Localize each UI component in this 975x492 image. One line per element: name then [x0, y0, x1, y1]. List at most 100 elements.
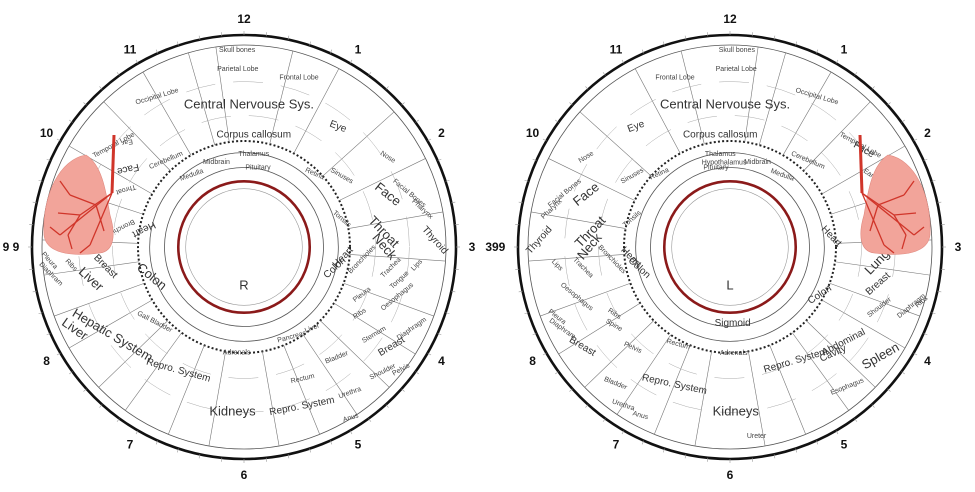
side-letter: R	[239, 277, 248, 292]
clock-number: 4	[438, 354, 445, 368]
zone-label: Breast	[376, 334, 407, 358]
zone-label: Parietal Lobe	[217, 66, 258, 73]
clock-number: 5	[355, 437, 362, 451]
clock-number: 5	[841, 437, 848, 451]
zone-label: Ribs	[64, 258, 79, 273]
zone-divider	[262, 351, 279, 446]
clock-number: 11	[124, 43, 137, 57]
zone-label: Nose	[379, 150, 397, 165]
zone-label: Central Nervouse Sys.	[660, 96, 790, 111]
zone-divider	[284, 345, 320, 434]
zone-label: Ureter	[747, 433, 767, 440]
zone-label: Nose	[578, 150, 596, 165]
zone-label: Pleura	[352, 286, 372, 304]
zone-label: Parietal Lobe	[716, 66, 757, 73]
pupil-ring	[664, 181, 795, 312]
clock-number: 10	[40, 126, 54, 140]
zone-label: Repro. System	[762, 346, 829, 375]
clock-number: 2	[438, 126, 445, 140]
clock-number: 2	[924, 126, 931, 140]
zone-label: Pituitary	[703, 165, 729, 172]
clock-number: 7	[613, 437, 620, 451]
zone-label: Kidneys	[713, 404, 760, 419]
clock-number: 8	[43, 354, 50, 368]
zone-divider	[143, 72, 191, 155]
clock-number: 6	[727, 468, 734, 482]
zone-label: Eye	[328, 119, 348, 136]
zone-divider	[334, 303, 415, 354]
zone-label: Thalamus	[705, 151, 736, 158]
zone-label: Skull bones	[719, 47, 756, 54]
zone-label: Urethra	[611, 398, 635, 412]
zone-label: Rectum	[666, 338, 691, 351]
zone-label: Spleen	[859, 339, 902, 372]
lung-shape	[861, 155, 930, 254]
zone-label: Spine	[604, 318, 623, 333]
clock-number: 6	[241, 468, 248, 482]
zone-divider	[695, 351, 712, 446]
zone-divider	[168, 345, 204, 434]
clock-number: 3	[469, 240, 476, 254]
trachea-vessel	[112, 135, 114, 193]
edge-number: 9	[3, 240, 10, 254]
clock-number: 3	[955, 240, 962, 254]
zone-label: Bladder	[324, 350, 350, 366]
pupil-ring	[178, 181, 309, 312]
zone-label: Corpus callosum	[683, 130, 757, 141]
zone-label: Eye	[626, 118, 646, 135]
zone-label: Urethra	[338, 386, 362, 401]
zone-label: Throat	[115, 183, 136, 196]
clock-number: 4	[924, 354, 931, 368]
zone-label: Anus	[632, 410, 650, 421]
zone-label: Lips	[410, 258, 424, 272]
zone-label: Ribs	[352, 307, 368, 321]
zone-label: Midbrain	[744, 159, 771, 166]
zone-label: Lips	[550, 258, 564, 272]
zone-label: Breast	[567, 335, 598, 359]
zone-label: Colon	[134, 260, 170, 293]
zone-divider	[745, 47, 758, 142]
zone-label: Face	[115, 161, 140, 177]
clock-number: 10	[526, 126, 540, 140]
side-letter: L	[726, 277, 733, 292]
zone-label: Rectum	[290, 373, 315, 385]
zone-label: Corpus callosum	[217, 130, 291, 141]
zone-label: Pancreas	[277, 330, 308, 345]
zone-label: Shoulder	[866, 296, 893, 319]
zone-label: Pituitary	[245, 165, 271, 172]
zone-label: Occipital Lobe	[135, 87, 180, 106]
zone-label: Face	[851, 140, 876, 161]
zone-label: Adrenals	[223, 350, 251, 357]
zone-label: Frontal Lobe	[279, 74, 318, 81]
clock-number: 11	[610, 43, 623, 57]
zone-label: Gall Bladder	[136, 310, 174, 334]
zone-label: Repro. System	[269, 395, 336, 418]
zone-label: Sigmoid	[715, 318, 751, 329]
zone-label: Frontal Lobe	[655, 74, 694, 81]
clock-number: 12	[237, 12, 251, 26]
zone-label: Skull bones	[219, 47, 256, 54]
zone-label: Central Nervouse Sys.	[184, 96, 314, 111]
clock-number: 9	[499, 240, 506, 254]
edge-number: 39	[485, 240, 499, 254]
zone-label: Sinuses	[329, 167, 355, 186]
zone-divider	[216, 47, 229, 142]
zone-label: Repro. System	[641, 372, 708, 397]
zone-label: Liver	[304, 322, 321, 334]
zone-label: Esophagus	[830, 377, 866, 397]
clock-number: 1	[841, 43, 848, 57]
zone-label: Heart	[819, 224, 844, 249]
zone-label: Anus	[342, 412, 360, 424]
zone-label: Adrenals	[720, 350, 748, 357]
zone-label: Occipital Lobe	[795, 87, 840, 106]
clock-number: 12	[723, 12, 737, 26]
clock-number: 9	[13, 240, 20, 254]
stomach-ring	[651, 168, 810, 327]
zone-label: Repro. System	[145, 357, 212, 385]
zone-label: Thalamus	[238, 151, 269, 158]
zone-label: Oesophagus	[559, 282, 594, 313]
